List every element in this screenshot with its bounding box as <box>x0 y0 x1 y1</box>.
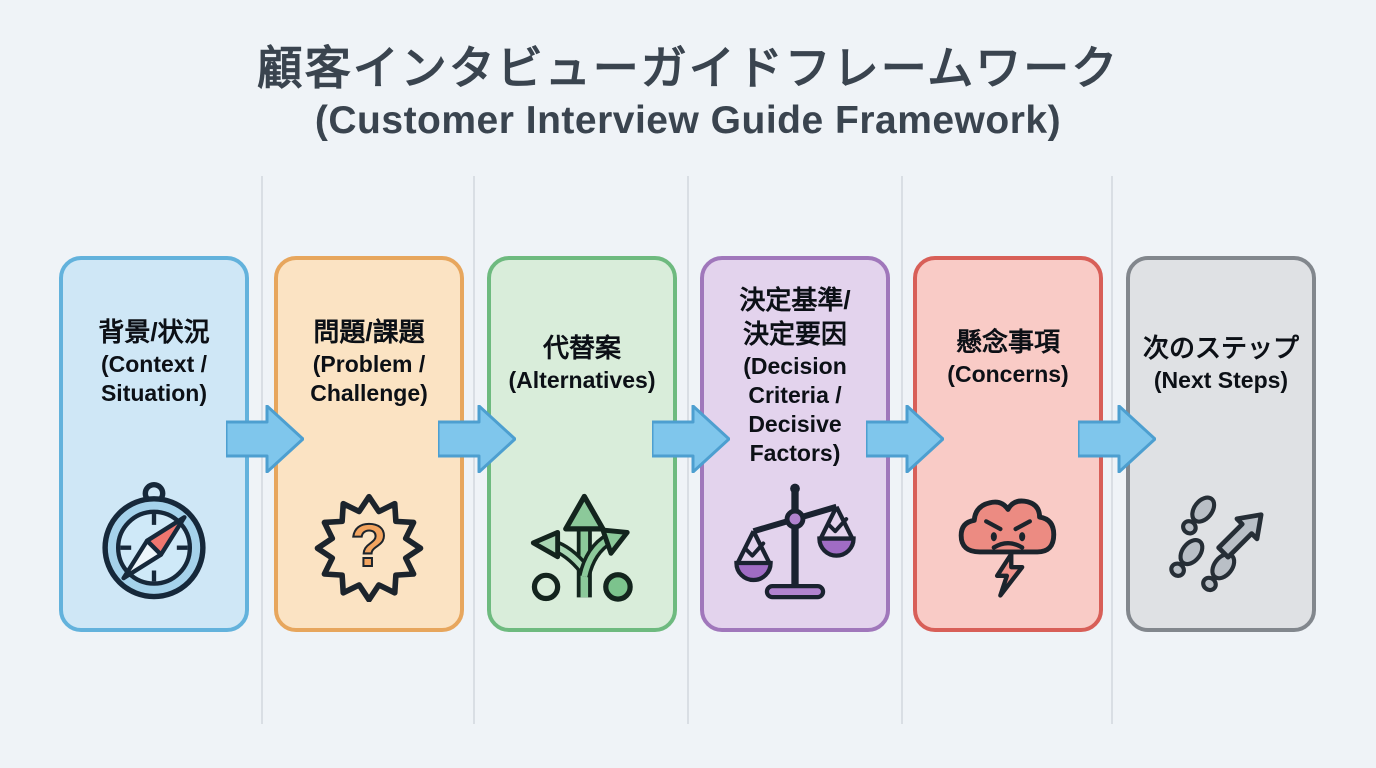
page-title: 顧客インタビューガイドフレームワーク (Customer Interview G… <box>0 40 1376 144</box>
question-burst-icon: ? <box>278 490 460 602</box>
step-heading-japanese: 背景/状況 <box>98 317 210 347</box>
step-heading-english: (Context / Situation) <box>100 350 208 406</box>
flow-arrow-4 <box>866 405 944 473</box>
flow-arrow-3 <box>652 405 730 473</box>
angry-storm-cloud-icon <box>917 480 1099 602</box>
step-card-problem-challenge: 問題/課題 (Problem / Challenge) ? <box>274 256 464 632</box>
step-card-context-situation: 背景/状況 (Context / Situation) <box>59 256 249 632</box>
step-card-heading: 懸念事項 (Concerns) <box>917 260 1099 389</box>
step-heading-english: (Decision Criteria / Decisive Factors) <box>743 352 847 466</box>
step-card-heading: 問題/課題 (Problem / Challenge) <box>278 260 460 408</box>
svg-text:?: ? <box>351 511 388 579</box>
page-title-english: (Customer Interview Guide Framework) <box>314 98 1062 142</box>
compass-icon <box>63 476 245 602</box>
step-heading-english: (Concerns) <box>947 360 1069 387</box>
step-heading-english: (Next Steps) <box>1153 366 1289 393</box>
step-card-heading: 次のステップ (Next Steps) <box>1130 260 1312 395</box>
step-heading-japanese: 決定基準/ 決定要因 <box>739 285 851 349</box>
balance-scale-icon <box>704 480 886 602</box>
step-heading-japanese: 代替案 <box>542 333 621 363</box>
step-card-heading: 代替案 (Alternatives) <box>491 260 673 395</box>
step-heading-english: (Problem / Challenge) <box>310 350 428 406</box>
step-card-heading: 決定基準/ 決定要因 (Decision Criteria / Decisive… <box>704 260 886 467</box>
footsteps-arrow-icon <box>1130 484 1312 602</box>
flow-arrow-2 <box>438 405 516 473</box>
step-card-decision-criteria: 決定基準/ 決定要因 (Decision Criteria / Decisive… <box>700 256 890 632</box>
flow-arrow-5 <box>1078 405 1156 473</box>
step-heading-japanese: 問題/課題 <box>313 317 425 347</box>
step-card-heading: 背景/状況 (Context / Situation) <box>63 260 245 408</box>
step-heading-japanese: 次のステップ <box>1142 333 1299 363</box>
flow-arrow-1 <box>226 405 304 473</box>
step-heading-english: (Alternatives) <box>508 366 656 393</box>
page-title-japanese: 顧客インタビューガイドフレームワーク <box>256 42 1120 94</box>
branching-arrows-icon <box>491 486 673 602</box>
step-heading-japanese: 懸念事項 <box>955 327 1060 357</box>
